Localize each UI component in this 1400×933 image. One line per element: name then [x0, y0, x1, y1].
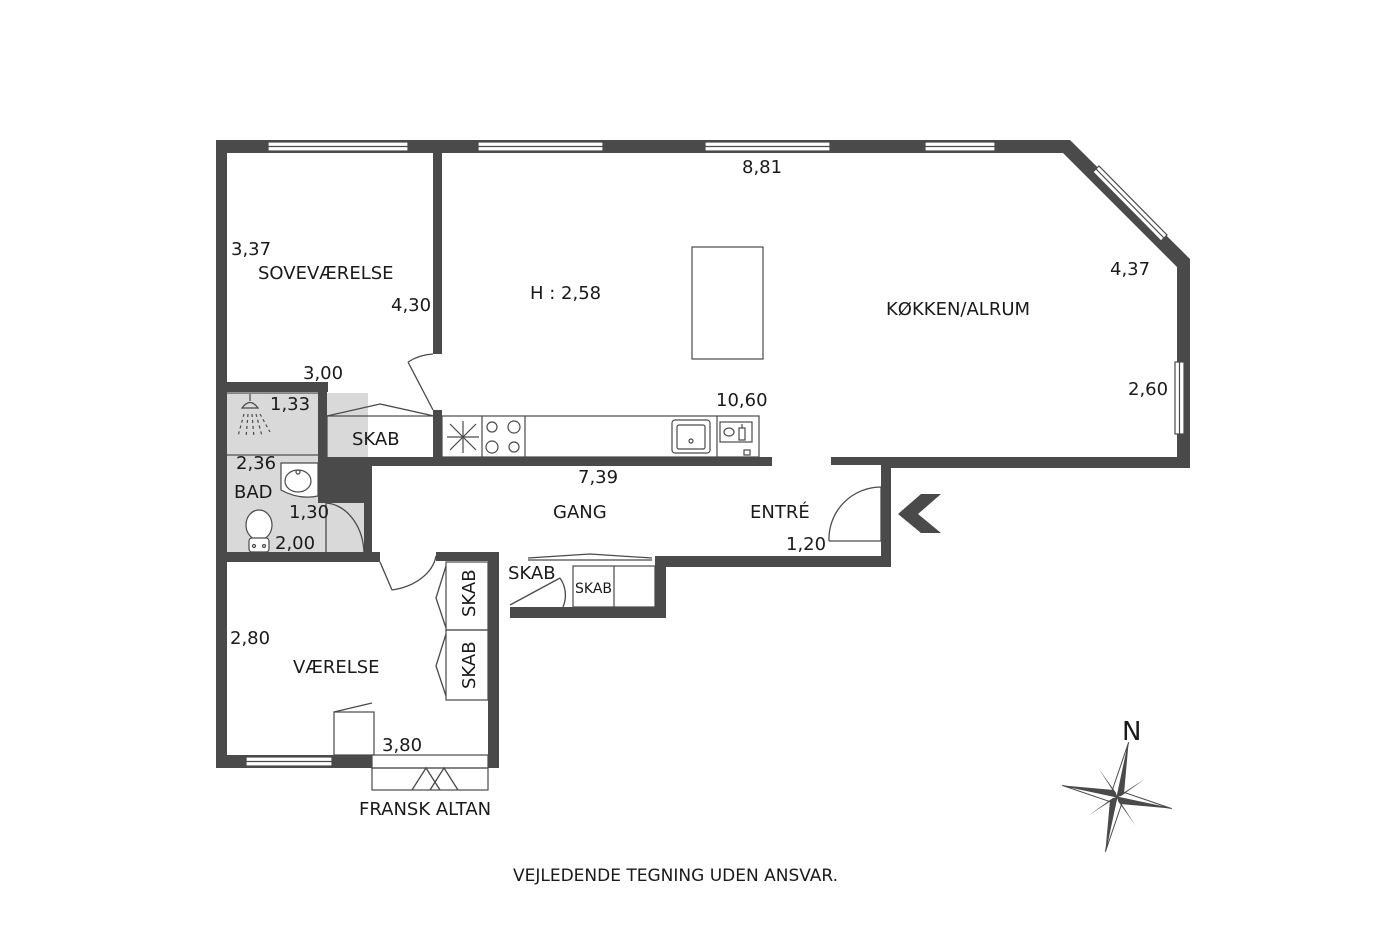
appliance-icon	[719, 421, 753, 456]
dim-bed-right: 4,30	[391, 295, 431, 316]
label-kitchen: KØKKEN/ALRUM	[886, 299, 1030, 320]
label-room: VÆRELSE	[293, 657, 380, 678]
dim-room-left: 2,80	[230, 628, 270, 649]
dim-kitchen-top: 8,81	[742, 157, 782, 178]
label-entry: ENTRÉ	[750, 501, 810, 523]
room-labels: SOVEVÆRELSE KØKKEN/ALRUM SKAB BAD GANG E…	[234, 263, 1030, 820]
dim-bath-b: 1,30	[289, 502, 329, 523]
sink-icon	[671, 419, 711, 454]
toilet-icon	[245, 509, 273, 553]
hob-icon	[485, 420, 521, 454]
disclaimer: VEJLEDENDE TEGNING UDEN ANSVAR.	[513, 866, 838, 886]
dim-kitchen-right: 2,60	[1128, 379, 1168, 400]
label-hall: GANG	[553, 502, 607, 523]
label-closet-main: SKAB	[352, 429, 400, 450]
dim-bath-a: 2,36	[236, 453, 276, 474]
bath-fixtures	[237, 394, 319, 553]
dim-shower: 1,33	[270, 394, 310, 415]
washbasin-icon	[280, 462, 319, 498]
interior-walls	[216, 150, 772, 567]
compass-north-label: N	[1122, 717, 1141, 747]
dim-entry: 1,20	[786, 534, 826, 555]
dim-bed-left: 3,37	[231, 239, 271, 260]
label-hall-closet: SKAB	[508, 563, 556, 584]
french-balcony	[371, 754, 489, 791]
dim-kitchen-counter: 10,60	[716, 390, 768, 411]
dim-hall: 7,39	[578, 467, 618, 488]
dim-height: H : 2,58	[530, 283, 601, 304]
closets	[326, 403, 656, 756]
label-room-closet-1: SKAB	[459, 569, 480, 617]
label-bedroom: SOVEVÆRELSE	[258, 263, 394, 284]
compass-rose-icon	[1062, 742, 1172, 852]
windows	[245, 141, 1185, 767]
dim-bath-c: 2,00	[275, 533, 315, 554]
doors	[325, 353, 882, 608]
kitchen-island	[691, 246, 764, 360]
label-room-closet-2: SKAB	[459, 641, 480, 689]
dim-kitchen-diag: 4,37	[1110, 259, 1150, 280]
label-balcony: FRANSK ALTAN	[359, 799, 491, 820]
label-bath: BAD	[234, 482, 273, 503]
dim-room-bottom: 3,80	[382, 735, 422, 756]
dimension-labels: 3,37 4,30 3,00 H : 2,58 8,81 4,37 2,60 1…	[230, 157, 1168, 756]
shower-icon	[237, 394, 271, 439]
dim-bed-bottom: 3,00	[303, 363, 343, 384]
label-hall-closet-small: SKAB	[575, 581, 612, 597]
kitchen-counter	[441, 246, 764, 458]
entry-arrow-icon	[898, 494, 941, 533]
shower-area	[225, 392, 321, 456]
